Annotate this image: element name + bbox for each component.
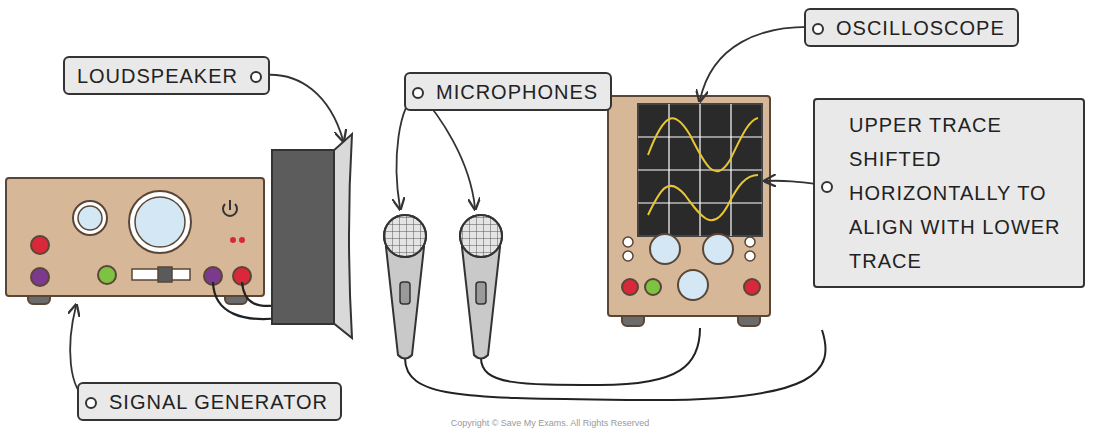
label-text: UPPER TRACE SHIFTED HORIZONTALLY TO ALIG…: [849, 108, 1073, 278]
tag-hole: [85, 397, 97, 409]
speaker-wire: [213, 282, 280, 319]
signal-generator: [6, 178, 264, 304]
microphone: [384, 215, 426, 359]
leader-arrow: [700, 27, 816, 100]
microphone: [460, 215, 502, 359]
label-text: LOUDSPEAKER: [77, 64, 238, 88]
label-tag: MICROPHONES: [404, 72, 612, 111]
tag-hole: [412, 87, 424, 99]
oscilloscope: [608, 96, 770, 326]
loudspeaker: [272, 134, 352, 338]
watermark: Copyright © Save My Exams. All Rights Re…: [451, 418, 650, 428]
label-tag: OSCILLOSCOPE: [804, 8, 1019, 47]
tag-hole: [250, 71, 262, 83]
tag-hole: [821, 181, 833, 193]
tag-hole: [812, 23, 824, 35]
label-tag: LOUDSPEAKER: [63, 56, 270, 95]
leader-arrow: [264, 75, 343, 140]
note-box: UPPER TRACE SHIFTED HORIZONTALLY TO ALIG…: [813, 98, 1085, 288]
label-text: SIGNAL GENERATOR: [109, 390, 328, 414]
microphone-cable: [405, 330, 826, 400]
label-tag: SIGNAL GENERATOR: [77, 382, 342, 421]
label-text: MICROPHONES: [436, 80, 598, 104]
microphone-cable: [481, 328, 700, 385]
label-text: OSCILLOSCOPE: [836, 16, 1005, 40]
